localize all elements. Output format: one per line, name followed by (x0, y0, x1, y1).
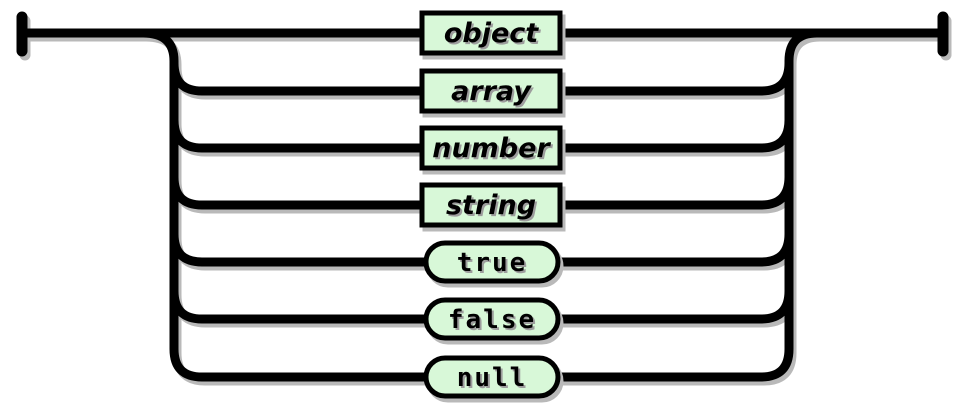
nonterminal-box (419, 182, 563, 228)
node-label-shadow: true (459, 250, 530, 280)
node-label: null (457, 363, 528, 393)
node-label: number (432, 133, 551, 164)
node-true: true true (423, 240, 564, 288)
node-label: string (446, 190, 536, 221)
node-label: object (444, 18, 539, 49)
node-number: number number (419, 125, 566, 175)
node-null: null null (423, 355, 564, 403)
node-false: false false (423, 297, 564, 345)
node-label-shadow: array (453, 78, 534, 109)
node-label-shadow: number (434, 135, 553, 166)
node-label: array (451, 76, 532, 107)
node-label-shadow: false (450, 307, 538, 337)
nonterminal-box (419, 10, 563, 56)
node-label-shadow: string (448, 192, 538, 223)
node-label-shadow: null (459, 365, 530, 395)
terminal-pill (423, 355, 561, 399)
node-label: false (448, 305, 536, 335)
terminal-pill (423, 240, 561, 284)
node-label: true (457, 248, 528, 278)
terminal-pill (423, 297, 561, 341)
nonterminal-box (419, 125, 563, 171)
node-label-shadow: object (446, 20, 541, 51)
nonterminal-box (419, 68, 563, 114)
node-array: array array (419, 68, 566, 118)
node-string: string string (419, 182, 566, 232)
node-object: object object (419, 10, 566, 60)
